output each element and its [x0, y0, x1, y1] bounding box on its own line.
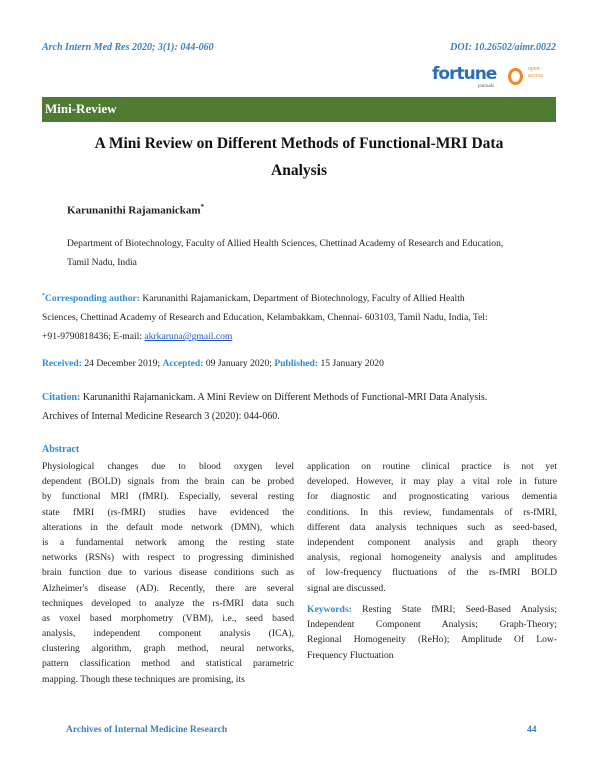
- journal-reference: Arch Intern Med Res 2020; 3(1): 044-060: [42, 42, 214, 53]
- text-line: analysis, independent component analysis…: [42, 628, 294, 640]
- footer-journal: Archives of Internal Medicine Research: [66, 725, 228, 735]
- text-line: independent component analysis and graph…: [307, 536, 557, 548]
- text-line: Alzheimer's disease (AD). Recently, ther…: [42, 582, 294, 594]
- text-line: alterations in the default mode network …: [42, 521, 294, 533]
- keywords-line: Keywords: Resting State fMRI; Seed-Based…: [307, 602, 557, 617]
- text-line: is a fundamental network among the resti…: [42, 536, 294, 548]
- text-line: techniques developed to analyze the rs-f…: [42, 597, 294, 609]
- text-line: state fMRI (rs-fMRI) studies have eviden…: [42, 506, 294, 518]
- logo-sub: journals: [478, 84, 495, 89]
- text-line: brain function due to various disease co…: [42, 567, 294, 579]
- corresponding-author: *Corresponding author: Karunanithi Rajam…: [42, 293, 488, 343]
- text-line: Physiological changes due to blood oxyge…: [42, 461, 294, 472]
- keywords-line: Frequency Fluctuation: [307, 649, 394, 661]
- text-line: networks (RSNs) with respect to progress…: [42, 552, 294, 564]
- text-line: mapping. Though these techniques are pro…: [42, 673, 245, 685]
- doi: DOI: 10.26502/aimr.0022: [450, 42, 556, 53]
- keywords-line: Regional Homogeneity (ReHo); Amplitude O…: [307, 634, 557, 646]
- text-line: application on routine clinical practice…: [307, 461, 557, 472]
- text-line: by functional MRI (fMRI). Especially, se…: [42, 491, 294, 503]
- abstract-right-column: application on routine clinical practice…: [307, 459, 557, 596]
- section-label-bar: Mini-Review: [42, 97, 556, 122]
- logo-brand: fortune: [432, 64, 497, 84]
- email-link[interactable]: akrkaruna@gmail.com: [144, 331, 233, 343]
- keywords: Keywords: Resting State fMRI; Seed-Based…: [307, 602, 557, 663]
- text-line: for diagnostic and prognosticating vario…: [307, 491, 557, 503]
- keywords-text: Resting State fMRI; Seed-Based Analysis;: [351, 604, 557, 615]
- keywords-label: Keywords:: [307, 604, 352, 615]
- title-line: Analysis: [271, 162, 327, 179]
- text-line: developed. However, it may play a vital …: [307, 476, 557, 488]
- affiliation: Department of Biotechnology, Faculty of …: [67, 238, 504, 268]
- abstract-left-column: Physiological changes due to blood oxyge…: [42, 459, 294, 687]
- text-line: of low-frequency fluctuations of the rs-…: [307, 567, 557, 579]
- title-line: A Mini Review on Different Methods of Fu…: [94, 135, 504, 152]
- article-dates: Received: 24 December 2019; Accepted: 09…: [42, 358, 384, 369]
- text-line: signal are discussed.: [307, 582, 386, 594]
- text-line: different data analysis techniques such …: [307, 521, 557, 533]
- citation: Citation: Karunanithi Rajamanickam. A Mi…: [42, 392, 488, 422]
- text-line: pattern classification method and statis…: [42, 658, 294, 670]
- text-line: dependent (BOLD) signals from the brain …: [42, 476, 294, 488]
- text-line: clustering algorithm, graph method, neur…: [42, 643, 294, 655]
- keywords-line: Independent Component Analysis; Graph-Th…: [307, 619, 557, 631]
- text-line: analysis, regional homogeneity analysis …: [307, 552, 557, 564]
- page-number: 44: [527, 725, 537, 735]
- abstract-heading: Abstract: [42, 444, 80, 455]
- article-title: A Mini Review on Different Methods of Fu…: [42, 130, 556, 184]
- author: Karunanithi Rajamanickam*: [67, 203, 205, 217]
- text-line: conditions. In this review, fundamentals…: [307, 506, 557, 518]
- open-access-icon: [508, 68, 523, 85]
- text-line: as voxel based morphometry (VBM), i.e., …: [42, 612, 294, 624]
- section-label: Mini-Review: [45, 101, 117, 116]
